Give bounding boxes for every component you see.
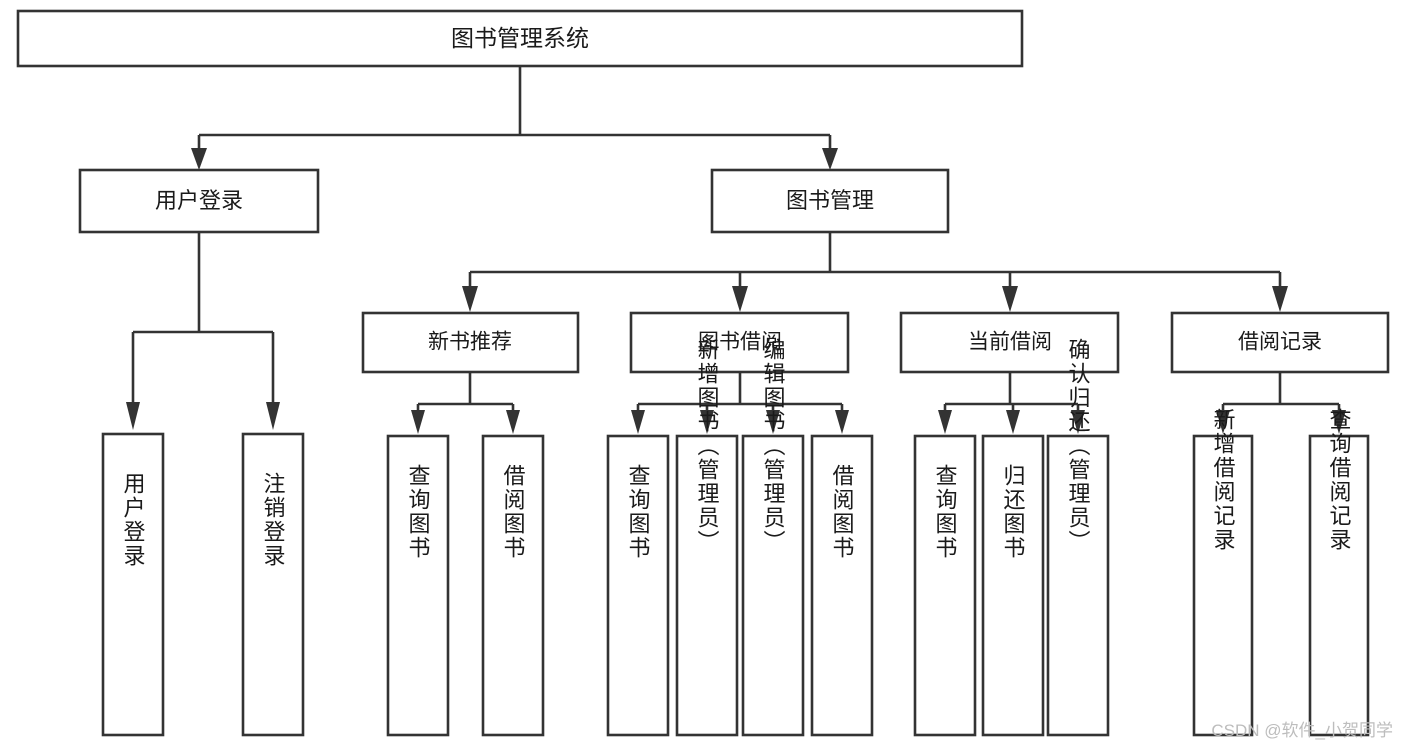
leaf-query-record-label: 查询借阅记录 xyxy=(1327,408,1352,552)
csdn-watermark: CSDN @软件_小贺同学 xyxy=(1211,721,1393,740)
leaf-node[interactable]: 查询借阅记录 xyxy=(1308,408,1370,737)
arrow-head-leaf-confirm-return xyxy=(1071,410,1085,434)
leaf-node[interactable]: 查询图书 xyxy=(606,434,670,737)
arrow-head-leaf-logout-login xyxy=(266,402,280,430)
arrow-head-leaf-borrow-book-1 xyxy=(506,410,520,434)
connectors-group xyxy=(126,66,1346,434)
arrow-head-leaf-query-record xyxy=(1332,410,1346,434)
leaf-edit-book-box[interactable] xyxy=(741,434,805,737)
leaf-add-book-label: 新增图书（管理员） xyxy=(695,338,720,554)
leaf-query-record-box[interactable] xyxy=(1308,434,1370,737)
node-book-borrow-label: 图书借阅 xyxy=(698,331,782,354)
node-book-manage-box[interactable] xyxy=(710,168,950,234)
node-user-login-label: 用户登录 xyxy=(155,188,243,213)
arrow-head-leaf-return-book xyxy=(1006,410,1020,434)
leaf-node[interactable]: 注销登录 xyxy=(241,432,305,737)
leaf-borrow-book-2-label: 借阅图书 xyxy=(830,464,855,560)
node-user-login-box[interactable] xyxy=(78,168,320,234)
leaf-node[interactable]: 查询图书 xyxy=(913,434,977,737)
node-root-label: 图书管理系统 xyxy=(451,25,589,51)
node-user-login[interactable]: 用户登录 xyxy=(78,168,320,234)
node-current-borrow-label: 当前借阅 xyxy=(968,331,1052,354)
leaf-query-book-1-box[interactable] xyxy=(386,434,450,737)
leaf-query-book-3-box[interactable] xyxy=(913,434,977,737)
arrow-head-leaf-query-book-1 xyxy=(411,410,425,434)
node-root-box[interactable] xyxy=(16,9,1024,68)
leaf-node[interactable]: 新增借阅记录 xyxy=(1192,408,1254,737)
arrow-head-new-book-recommend xyxy=(462,286,478,312)
leaf-borrow-book-1-label: 借阅图书 xyxy=(501,464,526,560)
leaf-logout-login-label: 注销登录 xyxy=(261,472,286,568)
leaf-borrow-book-2-box[interactable] xyxy=(810,434,874,737)
node-borrow-record-box[interactable] xyxy=(1170,311,1390,374)
leaf-node[interactable]: 用户登录 xyxy=(101,432,165,737)
leaf-borrow-book-1-box[interactable] xyxy=(481,434,545,737)
arrow-head-user-login xyxy=(191,148,207,170)
leaf-return-book-label: 归还图书 xyxy=(1001,464,1026,560)
node-new-book-recommend-label: 新书推荐 xyxy=(428,331,512,354)
arrow-head-leaf-user-login xyxy=(126,402,140,430)
leaf-edit-book-label: 编辑图书（管理员） xyxy=(761,338,786,554)
node-new-book-recommend[interactable]: 新书推荐 xyxy=(361,311,580,374)
leaf-node[interactable]: 新增图书（管理员） xyxy=(675,338,739,737)
leaf-add-record-label: 新增借阅记录 xyxy=(1211,408,1236,552)
arrow-head-leaf-add-record xyxy=(1216,410,1230,434)
arrow-head-book-borrow xyxy=(732,286,748,312)
leaf-add-book-box[interactable] xyxy=(675,434,739,737)
arrow-head-leaf-add-book xyxy=(700,410,714,434)
arrow-head-leaf-borrow-book-2 xyxy=(835,410,849,434)
leaf-node[interactable]: 查询图书 xyxy=(386,434,450,737)
node-book-borrow-box[interactable] xyxy=(629,311,850,374)
leaf-query-book-2-box[interactable] xyxy=(606,434,670,737)
node-current-borrow-box[interactable] xyxy=(899,311,1120,374)
leaf-node[interactable]: 归还图书 xyxy=(981,434,1045,737)
arrow-head-leaf-query-book-2 xyxy=(631,410,645,434)
leaf-user-login-box[interactable] xyxy=(101,432,165,737)
leaf-return-book-box[interactable] xyxy=(981,434,1045,737)
leaf-query-book-3-label: 查询图书 xyxy=(933,464,958,560)
leaf-confirm-return-label: 确认归还（管理员） xyxy=(1066,338,1091,554)
node-current-borrow[interactable]: 当前借阅 xyxy=(899,311,1120,374)
arrow-head-leaf-query-book-3 xyxy=(938,410,952,434)
leaf-node[interactable]: 确认归还（管理员） xyxy=(1046,338,1110,737)
arrow-head-borrow-record xyxy=(1272,286,1288,312)
node-book-manage[interactable]: 图书管理 xyxy=(710,168,950,234)
leaf-node[interactable]: 编辑图书（管理员） xyxy=(741,338,805,737)
node-borrow-record[interactable]: 借阅记录 xyxy=(1170,311,1390,374)
node-book-borrow[interactable]: 图书借阅 xyxy=(629,311,850,374)
leaf-node[interactable]: 借阅图书 xyxy=(810,434,874,737)
arrow-head-book-manage xyxy=(822,148,838,170)
node-root[interactable]: 图书管理系统 xyxy=(16,9,1024,68)
leaf-query-book-1-label: 查询图书 xyxy=(406,464,431,560)
leaf-confirm-return-box[interactable] xyxy=(1046,434,1110,737)
leaf-user-login-label: 用户登录 xyxy=(121,472,146,568)
arrow-head-leaf-edit-book xyxy=(766,410,780,434)
node-book-manage-label: 图书管理 xyxy=(786,188,874,213)
node-borrow-record-label: 借阅记录 xyxy=(1238,331,1322,354)
leaf-logout-login-box[interactable] xyxy=(241,432,305,737)
arrow-head-current-borrow xyxy=(1002,286,1018,312)
leaf-node[interactable]: 借阅图书 xyxy=(481,434,545,737)
leaf-query-book-2-label: 查询图书 xyxy=(626,464,651,560)
node-new-book-recommend-box[interactable] xyxy=(361,311,580,374)
leaf-add-record-box[interactable] xyxy=(1192,434,1254,737)
